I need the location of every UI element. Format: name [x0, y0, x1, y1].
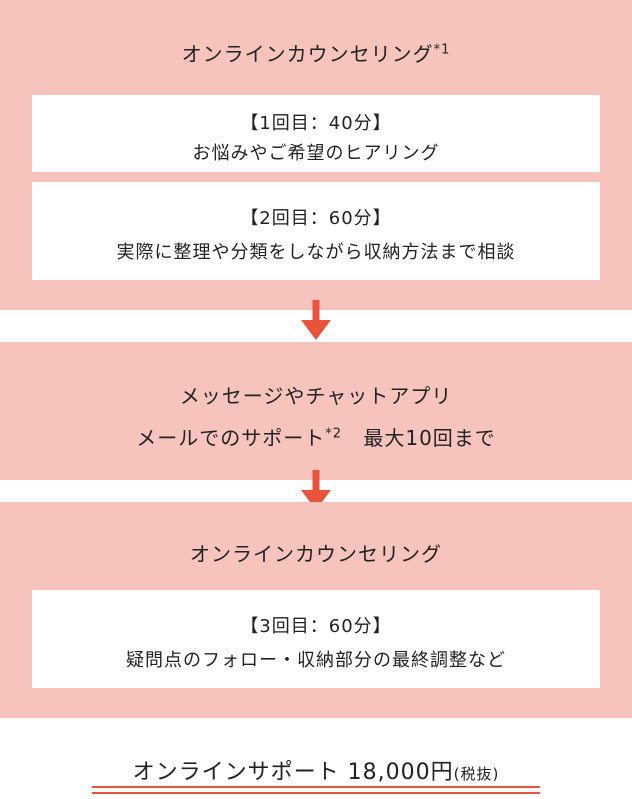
step1-panel: オンラインカウンセリング*1 【1回目：40分】 お悩みやご希望のヒアリング 【…: [0, 0, 632, 310]
session2-heading: 【2回目：60分】: [240, 208, 392, 229]
step1-title-text: オンラインカウンセリング: [181, 42, 434, 66]
arrow-down-icon: [301, 470, 331, 510]
step3-title: オンラインカウンセリング: [190, 542, 442, 566]
step2-panel: メッセージやチャットアプリ メールでのサポート*2 最大10回まで: [0, 342, 632, 480]
price-text: オンラインサポート 18,000円: [132, 760, 454, 785]
session1-box: 【1回目：40分】 お悩みやご希望のヒアリング: [32, 95, 600, 172]
step2-line2: メールでのサポート*2 最大10回まで: [0, 422, 632, 451]
session3-text: 疑問点のフォロー・収納部分の最終調整など: [126, 650, 506, 671]
step3-panel: オンラインカウンセリング 【3回目：60分】 疑問点のフォロー・収納部分の最終調…: [0, 502, 632, 718]
session2-text: 実際に整理や分類をしながら収納方法まで相談: [116, 242, 516, 263]
price-underline: [92, 792, 540, 794]
step2-line2-a: メールでのサポート: [136, 426, 326, 450]
price-tax: (税抜): [453, 765, 500, 783]
session3-box: 【3回目：60分】 疑問点のフォロー・収納部分の最終調整など: [32, 590, 600, 688]
step2-note: *2: [325, 426, 342, 442]
price-underline: [92, 786, 540, 788]
session2-box: 【2回目：60分】 実際に整理や分類をしながら収納方法まで相談: [32, 182, 600, 280]
step1-title: オンラインカウンセリング*1: [0, 38, 632, 67]
step1-note: *1: [433, 42, 451, 58]
step2-line1: メッセージやチャットアプリ: [179, 384, 453, 408]
session3-heading: 【3回目：60分】: [240, 616, 392, 637]
step2-line2-b: 最大10回まで: [363, 426, 496, 450]
session1-heading: 【1回目：40分】: [240, 113, 392, 134]
session1-text: お悩みやご希望のヒアリング: [192, 143, 440, 164]
price-label: オンラインサポート 18,000円(税抜): [0, 754, 632, 786]
arrow-down-icon: [301, 300, 331, 340]
